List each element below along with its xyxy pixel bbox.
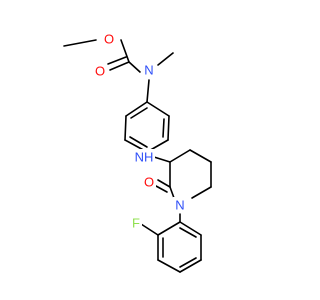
- bond-c-n-carbamate: [128, 61, 141, 73]
- bond-ring1-inner-2: [129, 136, 148, 148]
- bond-ring2-a: [157, 221, 181, 236]
- atom-nh-amine: NH: [135, 150, 154, 165]
- bond-nh-ring-c: [153, 156, 171, 163]
- bond-ring2-f: [179, 221, 202, 236]
- molecule-structure-diagram: O O N NH O N F: [63, 31, 212, 273]
- atom-n-ring: N: [175, 198, 184, 213]
- bond-c-o-double-1: [109, 61, 130, 71]
- atom-n-carbamate: N: [144, 63, 153, 78]
- bond-ring2-c: [157, 259, 181, 273]
- bond-pip-b: [189, 149, 212, 163]
- bond-ring1-inner-1: [162, 118, 165, 138]
- bond-c-f: [140, 223, 159, 236]
- bond-n-methyl: [157, 52, 174, 66]
- bond-methyl-o: [63, 39, 97, 47]
- bond-o-carbonyl-c: [120, 39, 130, 63]
- bond-ring1-b: [167, 115, 170, 141]
- bond-lactam-co-1: [157, 179, 171, 188]
- bond-ring2-d: [179, 259, 202, 273]
- bond-pip-e: [169, 186, 175, 199]
- bond-ring1-e: [124, 115, 127, 141]
- bond-ring1-f: [125, 101, 148, 117]
- bond-pip-d: [191, 186, 212, 199]
- bond-ring1-a: [146, 101, 170, 117]
- atom-f: F: [132, 216, 140, 231]
- bond-ring1-inner-3: [130, 107, 148, 119]
- atom-labels: O O N NH O N F: [93, 31, 187, 231]
- bond-ring2-inner-3: [179, 227, 197, 238]
- atom-o-lactam: O: [144, 175, 154, 190]
- bond-pip-a: [169, 149, 191, 163]
- bond-c-o-double-2: [107, 56, 127, 65]
- atom-o-methoxy: O: [104, 32, 114, 47]
- atom-o-carbonyl-carbamate: O: [95, 64, 105, 79]
- bond-ring2-inner-2: [179, 257, 197, 268]
- bond-n-aryl: [146, 79, 150, 103]
- bond-lactam-co-2: [155, 185, 168, 193]
